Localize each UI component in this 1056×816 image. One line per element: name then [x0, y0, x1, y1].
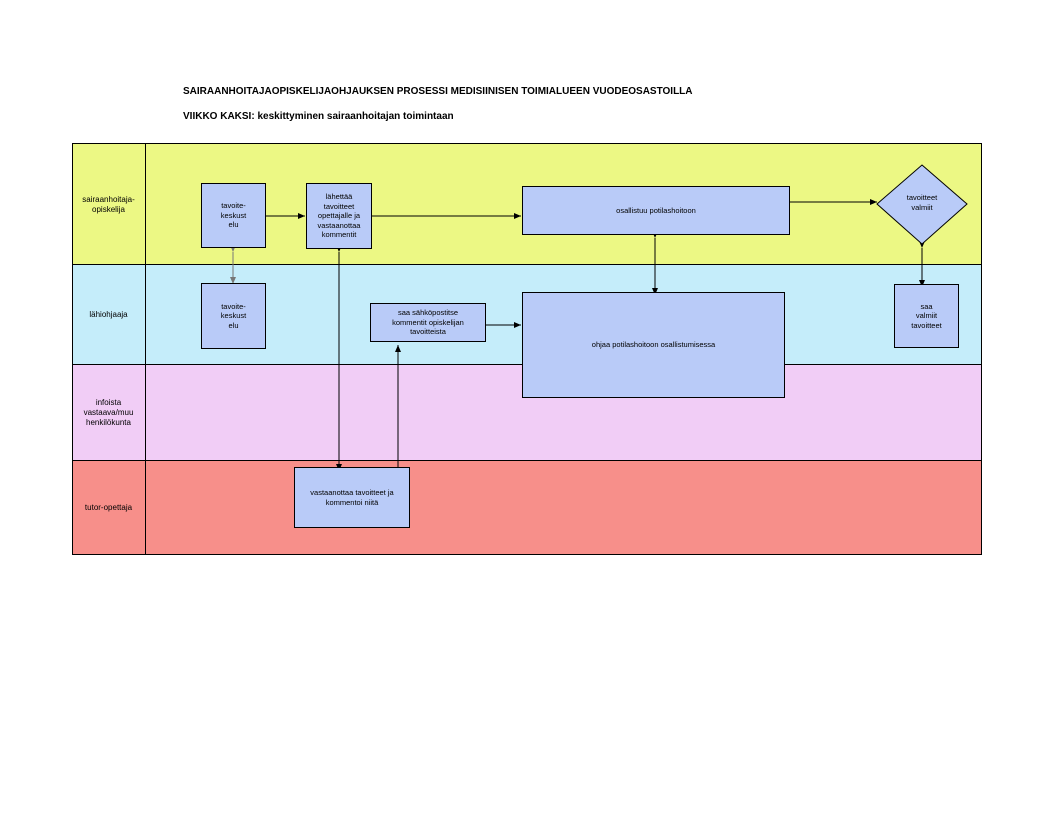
tutor-receive-box: vastaanottaa tavoitteet ja kommentoi nii…	[294, 467, 410, 528]
diagram-subtitle: VIIKKO KAKSI: keskittyminen sairaanhoita…	[183, 111, 454, 122]
supervisor-goal-discussion-box: tavoite- keskust elu	[201, 283, 266, 349]
send-goals-box: lähettää tavoitteet opettajalle ja vasta…	[306, 183, 372, 249]
lane-label-info-staff: infoista vastaava/muu henkilökunta	[72, 365, 146, 461]
diagram-title: SAIRAANHOITAJAOPISKELIJAOHJAUKSEN PROSES…	[183, 86, 693, 97]
participate-care-box: osallistuu potilashoitoon	[522, 186, 790, 235]
lane-tutor	[72, 461, 982, 555]
email-comments-box: saa sähköpostitse kommentit opiskelijan …	[370, 303, 486, 342]
ready-goals-box: saa valmiit tavoitteet	[894, 284, 959, 348]
goals-ready-label: tavoitteet valmiit	[906, 193, 938, 212]
lane-label-supervisor: lähiohjaaja	[72, 265, 146, 365]
lane-label-student: sairaanhoitaja- opiskelija	[72, 144, 146, 265]
goals-ready-diamond	[876, 164, 968, 245]
lane-label-tutor: tutor-opettaja	[72, 461, 146, 555]
guide-care-box: ohjaa potilashoitoon osallistumisessa	[522, 292, 785, 398]
student-goal-discussion-box: tavoite- keskust elu	[201, 183, 266, 248]
header-band	[72, 72, 982, 144]
